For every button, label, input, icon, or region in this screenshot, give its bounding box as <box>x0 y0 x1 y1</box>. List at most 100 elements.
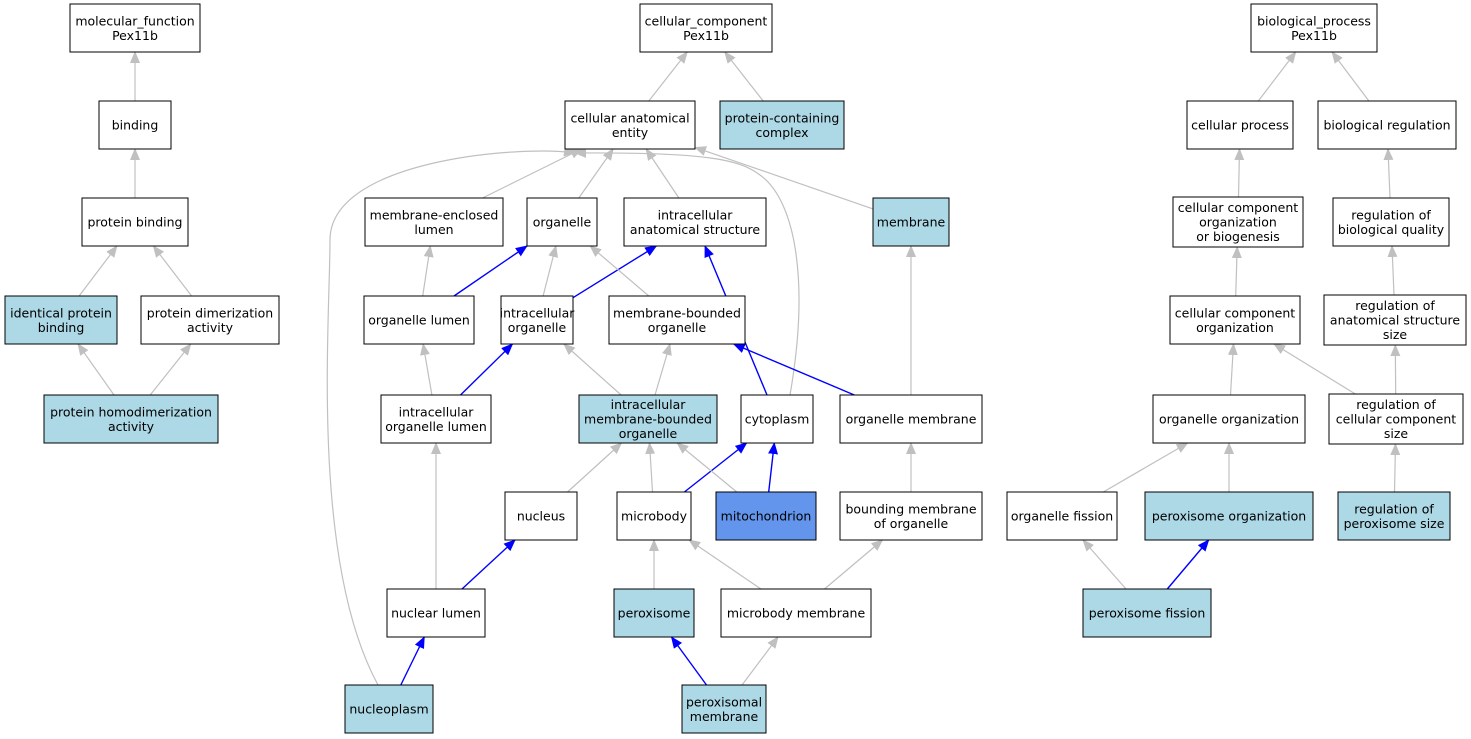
term-box <box>4 295 118 345</box>
term-label-line: cellular anatomical <box>570 110 689 125</box>
term-node-binding[interactable]: binding <box>98 100 172 150</box>
is-a-edge-identical_protein_binding-to-protein_binding <box>78 245 118 297</box>
term-label-line: complex <box>756 125 809 140</box>
term-label-line: mitochondrion <box>721 509 812 524</box>
term-box <box>344 684 434 734</box>
term-node-microbody-membrane[interactable]: microbody membrane <box>720 588 872 638</box>
term-node-protein-binding[interactable]: protein binding <box>81 197 189 247</box>
term-node-nucleus[interactable]: nucleus <box>504 491 578 541</box>
term-label-line: cellular component <box>1336 412 1456 427</box>
term-node-biological-regulation[interactable]: biological regulation <box>1317 100 1457 150</box>
term-label-line: binding <box>38 320 85 335</box>
term-label-line: regulation of <box>1356 397 1436 412</box>
is-a-edge-protein_dimerization-to-protein_binding <box>152 245 193 297</box>
term-box <box>364 197 504 247</box>
term-node-organelle-lumen[interactable]: organelle lumen <box>363 295 475 345</box>
term-node-cellular-process[interactable]: cellular process <box>1186 100 1294 150</box>
term-node-organelle-fission[interactable]: organelle fission <box>1006 491 1118 541</box>
term-node-cytoplasm[interactable]: cytoplasm <box>740 394 814 444</box>
term-node-nuclear-lumen[interactable]: nuclear lumen <box>386 588 486 638</box>
is-a-edge-rccs-to-cco <box>1273 343 1356 395</box>
term-label-line: organelle <box>648 320 707 335</box>
term-box <box>1323 294 1467 346</box>
term-node-nucleoplasm[interactable]: nucleoplasm <box>344 684 434 734</box>
term-box <box>1152 394 1306 444</box>
term-box <box>1250 3 1378 53</box>
term-label-line: activity <box>187 320 234 335</box>
is-a-edge-rps-to-rccs <box>1390 443 1401 493</box>
part-of-edge-mitochondrion-to-cytoplasm <box>768 442 779 493</box>
term-node-peroxisome-organization[interactable]: peroxisome organization <box>1144 491 1314 541</box>
term-label-line: organelle organization <box>1159 412 1299 427</box>
term-label-line: organelle lumen <box>368 313 470 328</box>
term-box <box>564 100 696 150</box>
term-box <box>380 394 492 444</box>
term-label-line: activity <box>108 419 155 434</box>
term-node-membrane[interactable]: membrane <box>872 197 950 247</box>
is-a-edge-rass-to-rbq <box>1387 245 1398 296</box>
is-a-edge-intracellular_organelle-to-organelle <box>542 245 559 297</box>
term-node-microbody[interactable]: microbody <box>616 491 692 541</box>
is-a-edge-organelle_fission-to-organelle_organization <box>1102 442 1189 493</box>
term-node-mitochondrion[interactable]: mitochondrion <box>715 491 817 541</box>
term-box <box>578 394 718 444</box>
term-label-line: peroxisome organization <box>1152 509 1306 524</box>
term-node-organelle-membrane[interactable]: organelle membrane <box>839 394 983 444</box>
term-label-line: cellular_component <box>645 13 768 28</box>
term-box <box>1006 491 1118 541</box>
term-label-line: peroxisome <box>618 606 691 621</box>
term-box <box>69 3 201 53</box>
term-box <box>681 684 767 734</box>
term-label-line: size <box>1383 327 1408 342</box>
term-label-line: cytoplasm <box>745 412 810 427</box>
is-a-edge-cellular_process-to-bp <box>1257 51 1297 102</box>
term-label-line: biological regulation <box>1323 118 1450 133</box>
is-a-edge-protein_homodimerization-to-identical_protein_binding <box>77 343 115 396</box>
part-of-edge-iol-to-intracellular_organelle <box>460 343 514 396</box>
term-label-line: peroxisomal <box>686 694 762 709</box>
is-a-edge-mbo-to-organelle <box>589 245 650 297</box>
is-a-edge-peroxisome_fission-to-organelle_fission <box>1082 539 1127 590</box>
is-a-edge-imbo-to-intracellular_organelle <box>563 343 622 396</box>
term-label-line: organelle <box>533 215 592 230</box>
is-a-edge-imbo-to-mbo <box>654 343 672 396</box>
term-box <box>719 100 845 150</box>
term-label-line: intracellular <box>500 305 576 320</box>
term-label-line: lumen <box>414 222 453 237</box>
term-box <box>613 588 695 638</box>
term-label-line: membrane <box>877 215 946 230</box>
term-node-organelle[interactable]: organelle <box>526 197 598 247</box>
term-node-peroxisome-fission[interactable]: peroxisome fission <box>1082 588 1212 638</box>
is-a-edge-mitochondrion-to-imbo <box>676 442 738 493</box>
term-node-organelle-organization[interactable]: organelle organization <box>1152 394 1306 444</box>
term-box <box>1332 197 1450 247</box>
term-node-peroxisome[interactable]: peroxisome <box>613 588 695 638</box>
is-a-edge-mel-to-cae <box>482 148 583 199</box>
term-box <box>504 491 578 541</box>
part-of-edge-peroxisomal_membrane-to-peroxisome <box>670 636 708 686</box>
term-label-line: cellular process <box>1191 118 1289 133</box>
